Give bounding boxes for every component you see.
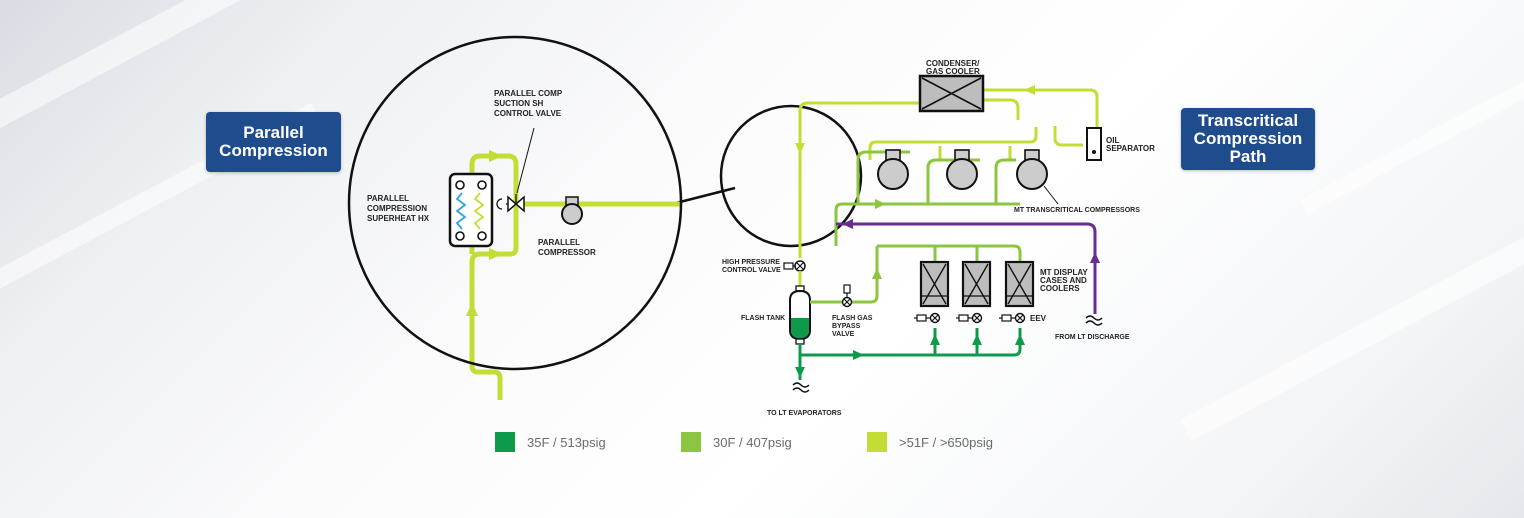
legend-item: 30F / 407psig (681, 432, 792, 452)
lt-discharge-label: FROM LT DISCHARGE (1055, 334, 1130, 341)
gas-cooler-icon (918, 74, 985, 113)
flash-tank-label: FLASH TANK (741, 315, 785, 322)
zoom-connector-line (687, 200, 742, 212)
legend-item: 35F / 513psig (495, 432, 606, 452)
flow-arrow-icon (872, 268, 882, 279)
oil-separator-icon (1086, 127, 1102, 161)
transcritical-system: CONDENSER/ GAS COOLER OIL SEPARATOR MT T… (719, 59, 1155, 417)
break-symbol-icon (792, 382, 810, 393)
flow-arrow-icon (1090, 252, 1100, 263)
flow-arrow-icon (930, 334, 940, 345)
zoom-connector-line (675, 186, 736, 205)
eev-label: EEV (1030, 314, 1047, 323)
flow-arrow-icon (842, 219, 853, 229)
flow-arrow-icon (853, 350, 864, 360)
eev-valve-icon (956, 312, 983, 324)
legend-swatch (495, 432, 515, 452)
zoom-circle-small (719, 104, 863, 248)
flow-arrow-icon (875, 199, 886, 209)
legend-swatch (867, 432, 887, 452)
parallel-compressor-icon (561, 196, 583, 225)
flow-arrow-icon (972, 334, 982, 345)
flow-arrow-icon (489, 248, 503, 260)
pc-compressor-label: PARALLEL COMPRESSOR (538, 238, 596, 257)
callout-line: Path (1229, 147, 1267, 166)
legend-label: 35F / 513psig (527, 434, 606, 450)
mt-suction-pipes (834, 150, 1022, 304)
flow-arrow-icon (1015, 334, 1025, 345)
legend-label: >51F / >650psig (899, 434, 993, 450)
eev-valve-icon (914, 312, 941, 324)
callout-line: Parallel (243, 123, 304, 142)
display-case-icon (1004, 260, 1035, 308)
fg-bypass-label: FLASH GAS BYPASS VALVE (832, 315, 874, 338)
lt-discharge-pipe (836, 222, 1097, 314)
callout-line: Compression (1193, 129, 1303, 148)
mt-compressor-icon (946, 149, 978, 190)
mt-compressor-icon (877, 149, 909, 190)
pc-valve-label: PARALLEL COMP SUCTION SH CONTROL VALVE (494, 89, 564, 118)
flow-arrow-icon (795, 367, 805, 378)
pc-suction-pipes (469, 153, 680, 400)
flow-arrow-icon (1024, 85, 1035, 95)
display-cases-label: MT DISPLAY CASES AND COOLERS (1040, 268, 1090, 293)
superheat-hx-icon (448, 172, 494, 248)
break-symbol-icon (1085, 315, 1103, 326)
flash-gas-bypass-valve-icon (841, 284, 853, 308)
zoom-circle-left: PARALLEL COMP SUCTION SH CONTROL VALVE P… (347, 35, 742, 400)
flow-arrow-icon (795, 143, 805, 154)
hp-valve-label: HIGH PRESSURE CONTROL VALVE (722, 259, 782, 274)
legend-swatch (681, 432, 701, 452)
oil-separator-label: OIL SEPARATOR (1106, 136, 1155, 153)
pc-hx-label: PARALLEL COMPRESSION SUPERHEAT HX (367, 194, 430, 223)
flow-arrow-icon (489, 150, 503, 162)
high-pressure-pipes (798, 88, 1099, 258)
parallel-compression-callout: Parallel Compression (206, 112, 341, 172)
leader-line (1043, 185, 1059, 205)
condenser-label: CONDENSER/ GAS COOLER (926, 59, 982, 76)
hp-control-valve-icon (783, 260, 806, 272)
legend-label: 30F / 407psig (713, 434, 792, 450)
eev-valve-icon (999, 312, 1026, 324)
callout-line: Compression (219, 141, 328, 160)
legend-item: >51F / >650psig (867, 432, 993, 452)
leader-line (516, 127, 535, 194)
transcritical-compression-path-callout: Transcritical Compression Path (1181, 108, 1315, 170)
callout-line: Transcritical (1197, 111, 1299, 130)
display-case-icon (961, 260, 992, 308)
flash-tank-icon (789, 285, 852, 357)
mt-compressors-label: MT TRANSCRITICAL COMPRESSORS (1014, 207, 1140, 214)
suction-sh-control-valve-icon (496, 194, 525, 213)
display-case-icon (919, 260, 950, 308)
flow-arrow-icon (466, 302, 478, 316)
mt-compressor-icon (1016, 149, 1048, 190)
lt-evaporators-label: TO LT EVAPORATORS (767, 410, 842, 417)
